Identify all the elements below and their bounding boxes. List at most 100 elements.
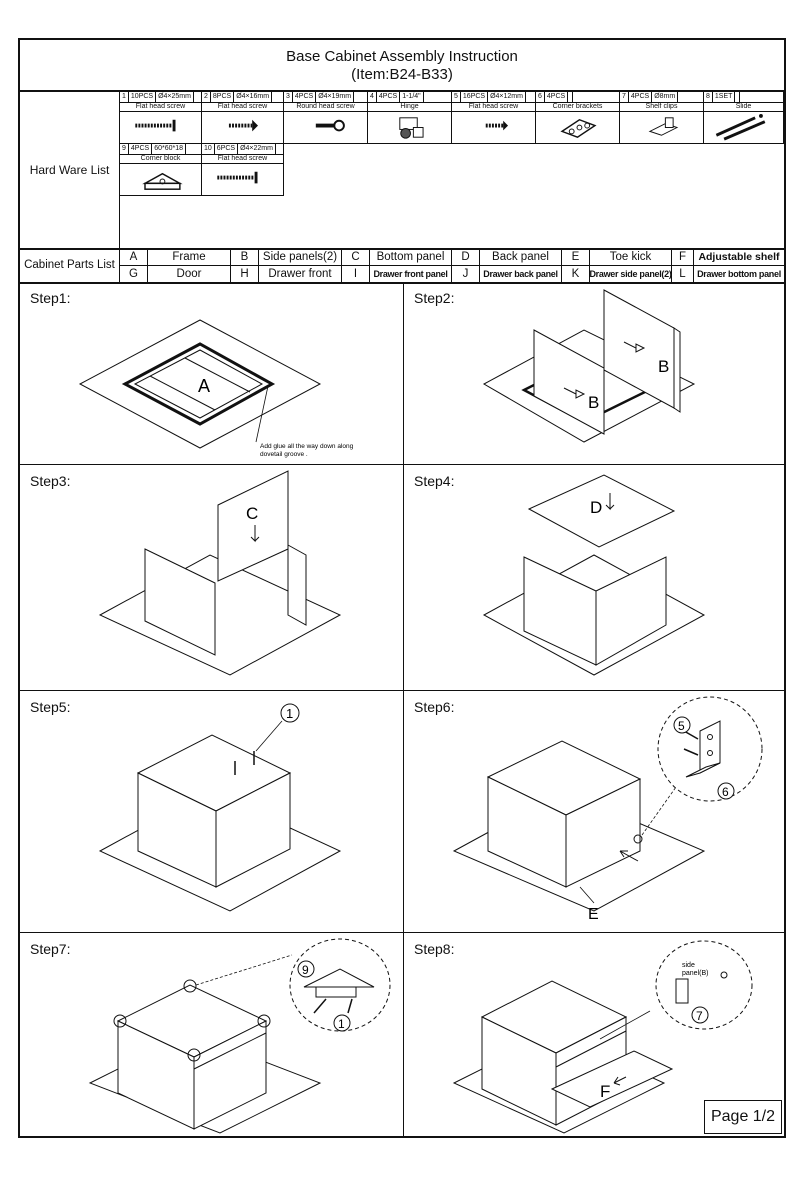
step-label: Step1: <box>30 290 71 306</box>
hardware-qty: 10PCS <box>129 92 157 102</box>
hardware-callout: 1 <box>286 706 293 721</box>
part-name: Drawer bottom panel <box>697 268 781 279</box>
hardware-callout: 5 <box>678 719 685 733</box>
hardware-no: 2 <box>202 92 211 102</box>
hardware-callout: 9 <box>302 963 309 977</box>
step-3: C Step3: <box>20 465 402 690</box>
hardware-qty: 4PCS <box>545 92 569 102</box>
grid-divider <box>20 932 784 933</box>
round-screw-icon <box>284 112 367 143</box>
callout-circle-icon <box>717 782 735 800</box>
hardware-list-label: Hard Ware List <box>20 92 120 248</box>
step-label: Step6: <box>414 699 455 715</box>
detail-callout-circle <box>655 940 753 1030</box>
part-letter: F <box>672 248 694 265</box>
hardware-qty: 6PCS <box>215 144 239 154</box>
part-tag: C <box>246 504 258 523</box>
hardware-qty: 1SET <box>713 92 736 102</box>
grid-divider <box>20 690 784 691</box>
part-name: Back panel <box>480 248 562 265</box>
hardware-qty: 4PCS <box>377 92 401 102</box>
part-letter: I <box>342 265 370 282</box>
cabinet-parts-list: Cabinet Parts List A Frame B Side panels… <box>20 248 784 284</box>
hardware-name: Flat head screw <box>120 103 201 112</box>
cabinet-parts-label: Cabinet Parts List <box>20 248 120 282</box>
hardware-no: 4 <box>368 92 377 102</box>
step-1: A Add glue all the way down along doveta… <box>20 282 402 464</box>
part-tag: F <box>600 1082 610 1101</box>
hardware-size: Ø4×19mm <box>316 92 355 102</box>
instruction-sheet: Base Cabinet Assembly Instruction (Item:… <box>18 38 786 1138</box>
part-letter: B <box>231 248 259 265</box>
hardware-qty: 4PCS <box>129 144 153 154</box>
part-tag: B <box>588 393 599 412</box>
grid-divider-vertical <box>403 282 404 1138</box>
callout-circle-icon <box>280 703 300 723</box>
title-line-1: Base Cabinet Assembly Instruction <box>286 48 518 65</box>
step-label: Step7: <box>30 941 71 957</box>
arrow-down-icon <box>250 525 260 543</box>
hardware-callout: 7 <box>696 1009 703 1023</box>
hardware-callout: 6 <box>722 785 729 799</box>
step-1-illustration: A Add glue all the way down along doveta… <box>78 319 354 458</box>
small-screw-icon <box>452 112 535 143</box>
hardware-no: 7 <box>620 92 629 102</box>
step-7: 9 1 Step7: <box>20 933 402 1138</box>
parts-row-1: A Frame B Side panels(2) C Bottom panel … <box>120 248 784 266</box>
part-letter: G <box>120 265 148 282</box>
part-letter: D <box>452 248 480 265</box>
hardware-size: Ø4×12mm <box>488 92 526 102</box>
part-letter: A <box>120 248 148 265</box>
step-5-illustration: 1 <box>98 703 342 912</box>
hardware-name: Round head screw <box>284 103 367 112</box>
hardware-size <box>568 92 574 102</box>
callout-circle-icon <box>333 1014 351 1032</box>
part-name: Toe kick <box>590 248 672 265</box>
detail-callout-circle <box>289 938 391 1032</box>
step-8: F side panel(B) 7 Step8: <box>404 933 786 1138</box>
part-letter: L <box>672 265 694 282</box>
part-name: Bottom panel <box>370 248 452 265</box>
page-number: Page 1/2 <box>704 1100 782 1134</box>
step-2-illustration: B B <box>482 289 696 443</box>
step-label: Step4: <box>414 473 455 489</box>
part-name: Door <box>148 265 231 282</box>
hardware-no: 1 <box>120 92 129 102</box>
hardware-name: Flat head screw <box>202 103 283 112</box>
hardware-size: Ø8mm <box>652 92 679 102</box>
step-5: 1 Step5: <box>20 691 402 932</box>
arrow-icon <box>619 850 639 862</box>
arrow-down-icon <box>605 493 615 511</box>
hardware-name: Flat head screw <box>202 155 283 164</box>
part-letter: J <box>452 265 480 282</box>
hardware-name: Corner brackets <box>536 103 619 112</box>
steps-grid: A Add glue all the way down along doveta… <box>20 282 784 1138</box>
hardware-qty: 4PCS <box>293 92 317 102</box>
part-letter: C <box>342 248 370 265</box>
step-note: Add glue all the way down along <box>260 443 354 450</box>
callout-circle-icon <box>691 1006 709 1024</box>
corner-block-icon <box>120 164 201 195</box>
parts-row-2: G Door H Drawer front I Drawer front pan… <box>120 265 784 282</box>
callout-circle-icon <box>297 960 315 978</box>
part-name: Side panels(2) <box>259 248 342 265</box>
hardware-qty: 4PCS <box>629 92 653 102</box>
step-label: Step8: <box>414 941 455 957</box>
title-line-2: (Item:B24-B33) <box>351 66 453 83</box>
hardware-no: 6 <box>536 92 545 102</box>
hardware-no: 5 <box>452 92 461 102</box>
step-4: D Step4: <box>404 465 786 690</box>
